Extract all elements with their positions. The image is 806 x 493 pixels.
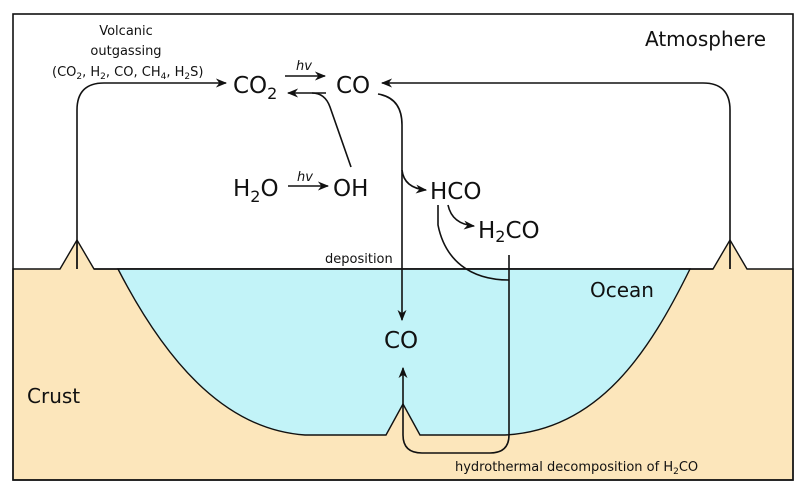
- crust-label: Crust: [27, 384, 80, 408]
- species-hco: HCO: [430, 179, 481, 205]
- atmosphere-label: Atmosphere: [645, 27, 766, 51]
- deposition-label: deposition: [325, 252, 393, 267]
- hco-to-h2co-arrow: [447, 204, 476, 230]
- right-volcano-arrow: [380, 78, 731, 269]
- co-to-hco-arrow: [377, 93, 428, 194]
- hv-label-co2: hv: [296, 59, 312, 74]
- species-co-atmosphere: CO: [336, 73, 370, 99]
- species-h2co: H2CO: [478, 218, 540, 246]
- hco-deposition-line: [437, 205, 510, 281]
- species-co2: CO2: [233, 73, 277, 103]
- frame: [12, 13, 794, 481]
- ocean-label: Ocean: [590, 278, 654, 302]
- ocean: [116, 268, 692, 436]
- hv-label-h2o: hv: [297, 170, 313, 185]
- volcanic-label-1: Volcanic: [99, 24, 153, 39]
- hydrothermal-label: hydrothermal decomposition of H2CO: [455, 460, 698, 477]
- volcanic-label-2: outgassing: [90, 44, 161, 59]
- outgassing-arrow: [76, 78, 228, 269]
- species-oh: OH: [333, 176, 368, 202]
- hydrothermal-arrow: [398, 255, 510, 454]
- oh-to-co2-line: [311, 92, 352, 168]
- species-co-ocean: CO: [384, 328, 418, 354]
- volcanic-gases: (CO2, H2, CO, CH4, H2S): [52, 65, 203, 82]
- species-h2o: H2O: [233, 176, 279, 206]
